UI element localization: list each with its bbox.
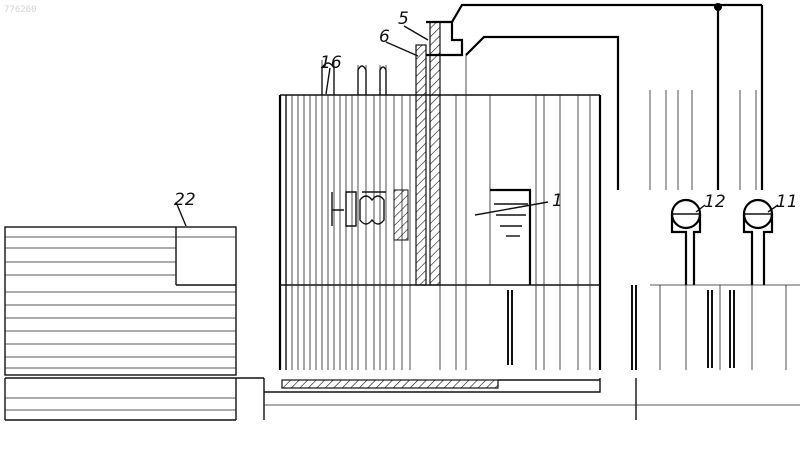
callout-1: 1 xyxy=(552,191,563,211)
top-connection-lines xyxy=(452,3,762,190)
callout-5: 5 xyxy=(398,9,409,29)
callout-16: 16 xyxy=(320,53,342,73)
flow-element-12 xyxy=(672,200,700,285)
central-assembly xyxy=(236,22,636,420)
junction-dot xyxy=(714,3,722,11)
left-block-22 xyxy=(5,202,236,420)
corner-mark: 776260 xyxy=(4,5,37,15)
callout-12: 12 xyxy=(704,192,726,212)
flow-element-11 xyxy=(744,200,772,285)
callout-6: 6 xyxy=(379,27,390,47)
right-dense-hatching xyxy=(708,290,734,368)
callout-22: 22 xyxy=(174,190,196,210)
callout-11: 11 xyxy=(776,192,798,212)
